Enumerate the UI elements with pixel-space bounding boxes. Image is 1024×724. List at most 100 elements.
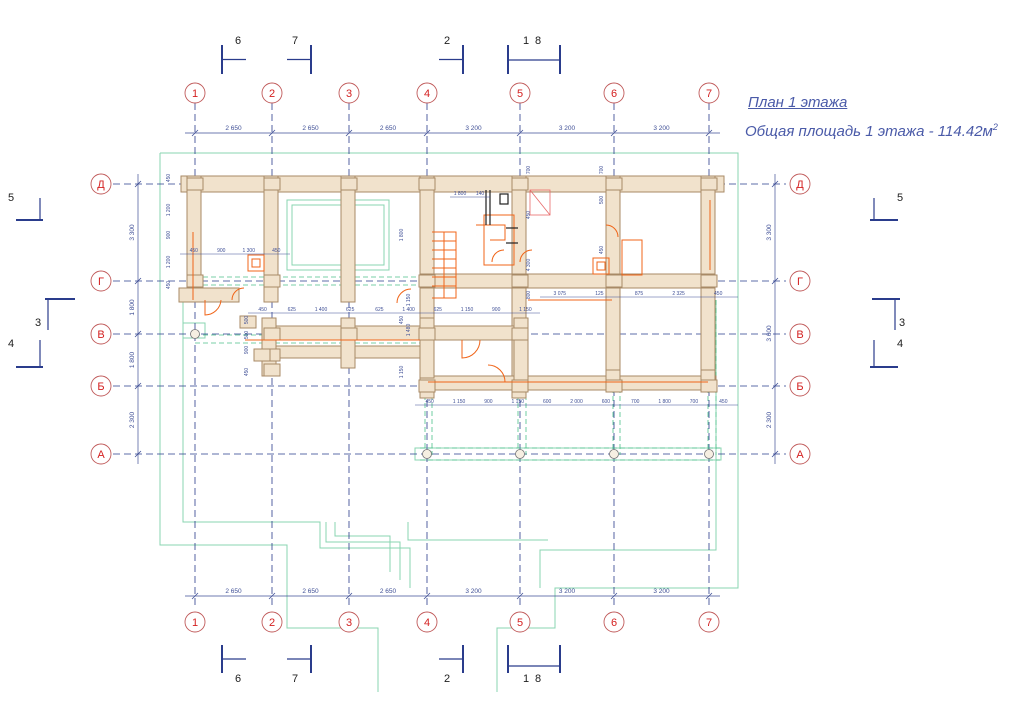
dimension-label: 3 300 [129, 224, 136, 241]
axis-label: Г [98, 276, 104, 288]
axis-bubble [789, 270, 811, 292]
axis-label: В [97, 329, 104, 341]
wall-segment [180, 175, 725, 193]
dimension-label: 3 200 [559, 588, 576, 595]
log-post [700, 379, 718, 393]
dimension-label: 2 650 [302, 125, 319, 132]
dimension-label: 3 200 [653, 588, 670, 595]
axis-label: 1 [192, 617, 198, 629]
column-post [609, 449, 619, 459]
axis-label: Г [797, 276, 803, 288]
dimension-label: 2 650 [225, 588, 242, 595]
log-post [263, 274, 281, 288]
inner-dimension-label: 450 [526, 211, 532, 220]
log-post [511, 379, 529, 393]
axis-bubble [338, 611, 360, 633]
inner-dimension-label: 625 [434, 307, 443, 313]
log-post [263, 177, 281, 191]
dimension-label: 3 200 [653, 125, 670, 132]
section-number: 5 [8, 192, 14, 204]
inner-dimension-label: 450 [166, 281, 172, 290]
inner-dimension-label: 450 [244, 368, 250, 377]
section-number: 7 [292, 35, 298, 47]
axis-label: В [796, 329, 803, 341]
inner-dimension-label: 450 [599, 246, 605, 255]
inner-dimension-label: 500 [244, 331, 250, 340]
axis-label: 4 [424, 88, 430, 100]
inner-dimension-label: 900 [217, 248, 226, 254]
inner-dimension-label: 2 000 [570, 399, 583, 405]
inner-dimension-label: 125 [595, 291, 604, 297]
inner-dimension-label: 600 [602, 399, 611, 405]
axis-bubble [603, 82, 625, 104]
dimension-label: 2 300 [129, 411, 136, 428]
inner-dimension-label: 1 150 [406, 294, 412, 307]
log-post [511, 274, 529, 288]
dimension-label: 3 300 [766, 224, 773, 241]
axis-label: 3 [346, 617, 352, 629]
room-outline [286, 199, 390, 271]
section-number: 5 [897, 192, 903, 204]
log-post [239, 315, 257, 329]
wall-segment [340, 175, 356, 303]
inner-dimension-label: 1 200 [166, 256, 172, 269]
axis-label: 4 [424, 617, 430, 629]
inner-dimension-label: 1 150 [461, 307, 474, 313]
inner-dimension-label: 625 [375, 307, 384, 313]
inner-dimension-label: 700 [631, 399, 640, 405]
section-number: 4 [8, 338, 14, 350]
axis-bubble [338, 82, 360, 104]
total-area-label: Общая площадь 1 этажа - 114.42м2 [745, 122, 998, 140]
dimension-label: 2 650 [302, 588, 319, 595]
axis-bubble [90, 173, 112, 195]
log-post [263, 363, 281, 377]
inner-dimension-label: 450 [166, 174, 172, 183]
dimension-label: 3 600 [766, 325, 773, 342]
log-post [511, 327, 529, 341]
inner-dimension-label: 600 [543, 399, 552, 405]
log-post [418, 274, 436, 288]
axis-bubble [90, 375, 112, 397]
log-post [340, 177, 358, 191]
dimension-label: 3 200 [465, 125, 482, 132]
axis-bubble [90, 323, 112, 345]
inner-dimension-label: 900 [166, 231, 172, 240]
axis-label: 5 [517, 617, 523, 629]
axis-label: 1 [192, 88, 198, 100]
section-number: 6 [235, 35, 241, 47]
section-number: 1 [523, 673, 529, 685]
inner-dimension-label: 700 [599, 166, 605, 175]
log-post [700, 177, 718, 191]
inner-dimension-label: 625 [288, 307, 297, 313]
axis-bubble [603, 611, 625, 633]
axis-bubble [789, 443, 811, 465]
axis-bubble [261, 611, 283, 633]
wall-segment [178, 287, 240, 303]
inner-dimension-label: 625 [346, 307, 355, 313]
inner-dimension-label: 1 400 [315, 307, 328, 313]
log-post [186, 177, 204, 191]
section-number: 3 [899, 317, 905, 329]
wall-segment [263, 175, 279, 303]
inner-dimension-label: 1 800 [399, 229, 405, 242]
dimension-label: 2 650 [380, 125, 397, 132]
inner-dimension-label: 900 [492, 307, 501, 313]
inner-dimension-label: 500 [599, 196, 605, 205]
log-post [605, 379, 623, 393]
log-post [605, 274, 623, 288]
inner-dimension-label: 1 480 [406, 324, 412, 337]
axis-bubble [184, 82, 206, 104]
axis-label: Д [97, 179, 105, 191]
inner-dimension-label: 800 [526, 291, 532, 300]
walls [178, 175, 725, 459]
axis-label: 2 [269, 88, 275, 100]
inner-dimension-label: 1 150 [399, 366, 405, 379]
inner-dimension-label: 450 [272, 248, 281, 254]
dimension-label: 1 800 [129, 299, 136, 316]
inner-dimension-label: 450 [190, 248, 199, 254]
axis-bubble [184, 611, 206, 633]
log-post [418, 177, 436, 191]
inner-dimension-label: 1 800 [658, 399, 671, 405]
